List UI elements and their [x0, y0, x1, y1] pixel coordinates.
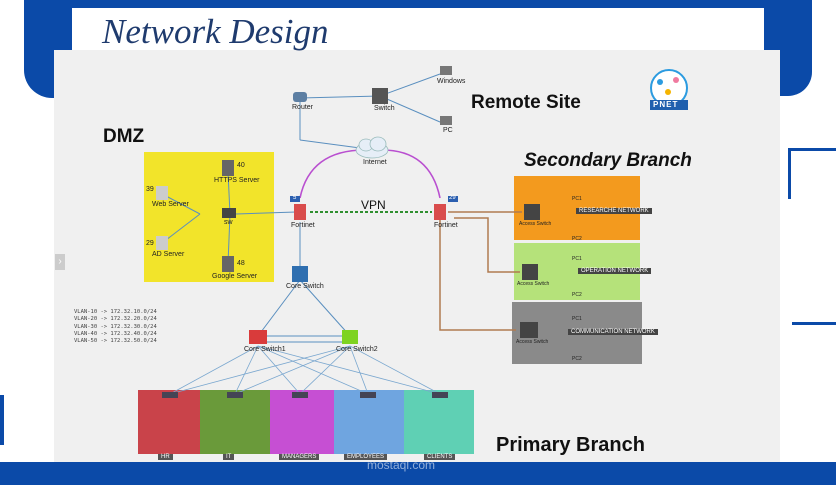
researche-network-label: RESEARCHE NETWORK	[576, 208, 652, 214]
remote-switch-icon[interactable]	[372, 88, 388, 104]
dmz-node-39: 39	[146, 186, 154, 193]
researche-switch-label: Access Switch	[519, 221, 552, 227]
pnet-logo	[650, 69, 688, 110]
branch-links	[439, 211, 522, 331]
secondary-branch-label: Secondary Branch	[524, 150, 692, 171]
fw-right-port: 29	[449, 195, 456, 201]
ad-server-icon[interactable]	[156, 236, 168, 250]
google-server-label: Google Server	[212, 273, 258, 280]
it-access-switch-icon[interactable]	[227, 392, 243, 398]
dept-it-label: IT	[223, 454, 235, 460]
remote-router-label: Router	[292, 104, 314, 111]
frame-right-line	[792, 322, 836, 325]
fw-right-port-badge	[448, 196, 458, 202]
operation-network-label: OPERATION NETWORK	[578, 268, 652, 274]
dmz-node-40: 40	[237, 162, 245, 169]
researche-switch-icon[interactable]	[524, 204, 540, 220]
links	[165, 73, 441, 343]
operation-switch-icon[interactable]	[522, 264, 538, 280]
dept-managers-label: MANAGERS	[279, 454, 320, 460]
employees-access-switch-icon[interactable]	[360, 392, 376, 398]
vlan-item: VLAN-20 -> 172.32.20.0/24	[74, 316, 157, 323]
frame-right-hook	[788, 148, 836, 199]
fw-right-label: Fortinet	[434, 222, 458, 229]
communication-pc-b: PC2	[572, 356, 582, 362]
core-switch-right-icon[interactable]	[342, 330, 358, 344]
dmz-node-29: 29	[146, 240, 154, 247]
operation-pc-b: PC2	[572, 292, 582, 298]
slide-title: Network Design	[102, 12, 329, 51]
clients-access-switch-icon[interactable]	[432, 392, 448, 398]
researche-pc-a: PC1	[572, 196, 582, 202]
dept-employees-label: EMPLOYEES	[344, 454, 388, 460]
web-server-label: Web Server	[152, 201, 189, 208]
primary-branch-label: Primary Branch	[496, 434, 645, 456]
dmz-switch-icon[interactable]	[222, 208, 236, 218]
fw-left-port: 5	[293, 195, 297, 201]
dept-hr-label: HR	[158, 454, 173, 460]
operation-switch-label: Access Switch	[517, 281, 550, 287]
core-switch-top-icon[interactable]	[292, 266, 308, 282]
dmz-switch-label: sw	[224, 219, 233, 226]
internet-link-left	[299, 149, 366, 199]
dmz-label: DMZ	[103, 126, 145, 147]
dept-employees-zone	[334, 390, 404, 454]
remote-pc1-icon[interactable]	[440, 66, 452, 75]
vlan-item: VLAN-50 -> 172.32.50.0/24	[74, 338, 157, 345]
remote-switch-label: Switch	[374, 105, 395, 112]
fortinet-left-icon[interactable]	[294, 204, 306, 220]
internet-label: Internet	[363, 159, 387, 166]
watermark: mostaql.com	[367, 458, 436, 472]
core-top-label: Core Switch	[286, 283, 324, 290]
dept-hr-zone	[138, 390, 200, 454]
fw-left-port-badge	[290, 196, 300, 202]
dept-clients-label: CLIENTS	[424, 454, 456, 460]
google-server-icon[interactable]	[222, 256, 234, 272]
vpn-label: VPN	[361, 198, 386, 212]
remote-site-label: Remote Site	[471, 92, 581, 113]
hr-access-switch-icon[interactable]	[162, 392, 178, 398]
remote-pc2-icon[interactable]	[440, 116, 452, 125]
remote-router-icon[interactable]	[293, 92, 307, 102]
core-switch-left-icon[interactable]	[249, 330, 267, 344]
frame-top-strip	[52, 0, 792, 8]
communication-pc-a: PC1	[572, 316, 582, 322]
core-to-access-links	[169, 345, 441, 395]
vlan-item: VLAN-30 -> 172.32.30.0/24	[74, 323, 157, 330]
https-server-label: HTTPS Server	[214, 177, 260, 184]
dmz-zone	[144, 152, 274, 282]
fortinet-right-icon[interactable]	[434, 204, 446, 220]
managers-access-switch-icon[interactable]	[292, 392, 308, 398]
core-left-label: Core Switch1	[244, 346, 286, 353]
dept-clients-zone	[404, 390, 474, 454]
internet-cloud-icon	[355, 136, 389, 159]
vlan-item: VLAN-40 -> 172.32.40.0/24	[74, 330, 157, 337]
https-server-icon[interactable]	[222, 160, 234, 176]
fw-left-label: Fortinet	[291, 222, 315, 229]
internet-link-right	[381, 149, 441, 199]
frame-left-line	[0, 395, 4, 445]
remote-pc1-label: Windows	[437, 78, 466, 85]
web-server-icon[interactable]	[156, 186, 168, 200]
communication-switch-label: Access Switch	[516, 339, 549, 345]
researche-pc-b: PC2	[572, 236, 582, 242]
dept-it-zone	[200, 390, 270, 454]
communication-network-label: COMMUNICATION NETWORK	[568, 329, 658, 335]
vlan-list: VLAN-10 -> 172.32.10.0/24 VLAN-20 -> 172…	[74, 309, 157, 345]
remote-pc2-label: PC	[443, 127, 453, 134]
panel-scroll-arrow[interactable]: ›	[55, 254, 65, 270]
communication-switch-icon[interactable]	[520, 322, 538, 338]
slide-title-bg	[72, 8, 764, 56]
core-right-label: Core Switch2	[336, 346, 378, 353]
operation-pc-a: PC1	[572, 256, 582, 262]
dmz-node-48: 48	[237, 260, 245, 267]
vlan-item: VLAN-10 -> 172.32.10.0/24	[74, 309, 157, 315]
frame-bottom-strip	[0, 462, 836, 485]
pnet-logo-text: PNET	[653, 100, 679, 109]
dept-managers-zone	[270, 390, 334, 454]
ad-server-label: AD Server	[152, 251, 185, 258]
